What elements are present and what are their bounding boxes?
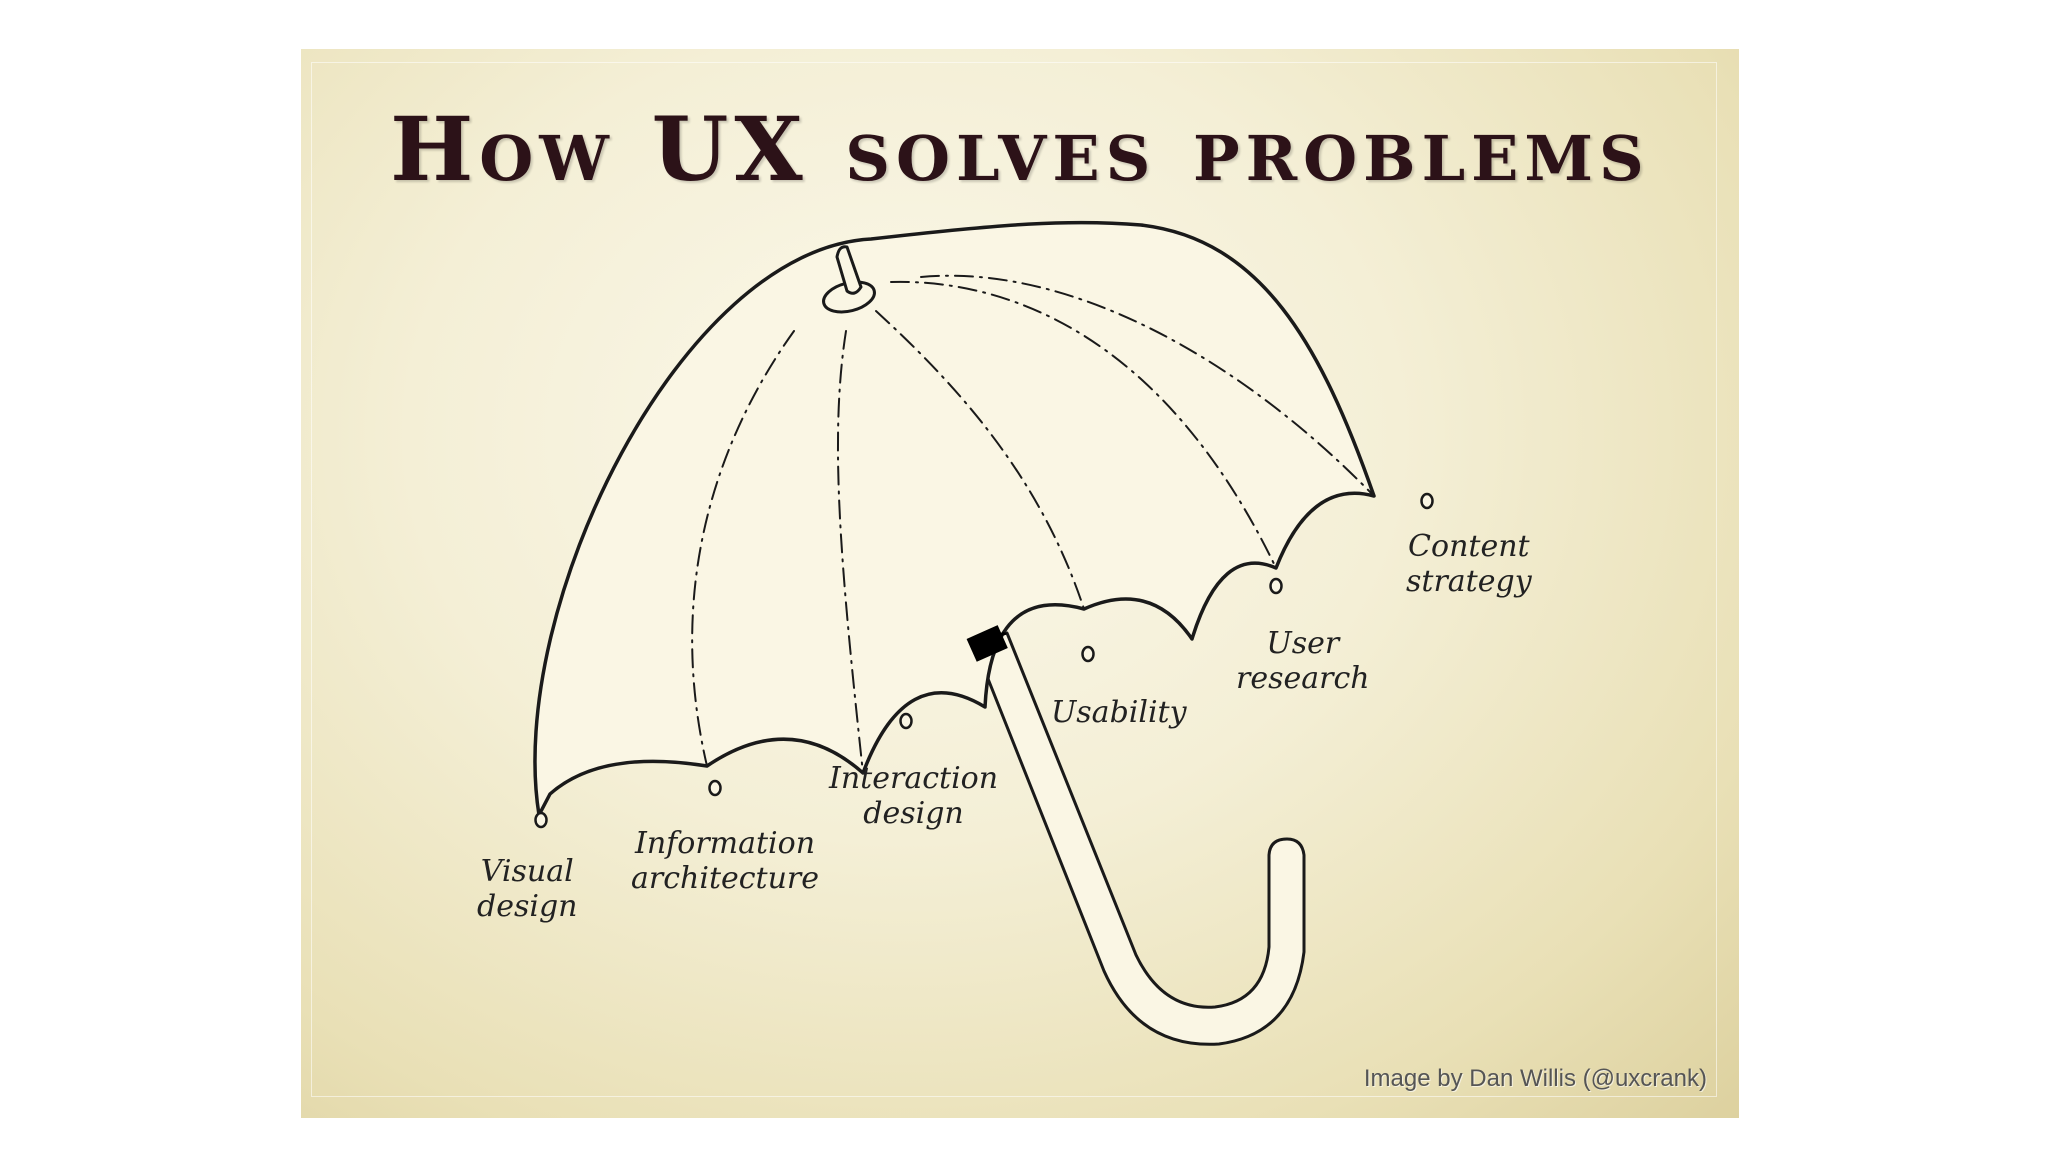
slide: How UX solves problems Visual des bbox=[301, 49, 1739, 1118]
image-credit: Image by Dan Willis (@uxcrank) bbox=[1364, 1065, 1707, 1093]
rib-tip-content-strategy bbox=[1422, 494, 1433, 508]
label-information-architecture: Information architecture bbox=[631, 826, 819, 896]
rib-tip-usability bbox=[1083, 647, 1094, 661]
rib-tip-information-architecture bbox=[710, 781, 721, 795]
label-visual-design: Visual design bbox=[477, 854, 577, 924]
rib-tip-visual-design bbox=[536, 813, 547, 827]
label-usability: Usability bbox=[1051, 695, 1187, 730]
rib-tip-interaction-design bbox=[901, 714, 912, 728]
rib-tip-user-research bbox=[1271, 579, 1282, 593]
umbrella-canopy bbox=[535, 223, 1374, 815]
label-interaction-design: Interaction design bbox=[829, 761, 998, 831]
label-content-strategy: Content strategy bbox=[1406, 529, 1532, 599]
label-user-research: User research bbox=[1236, 626, 1370, 696]
